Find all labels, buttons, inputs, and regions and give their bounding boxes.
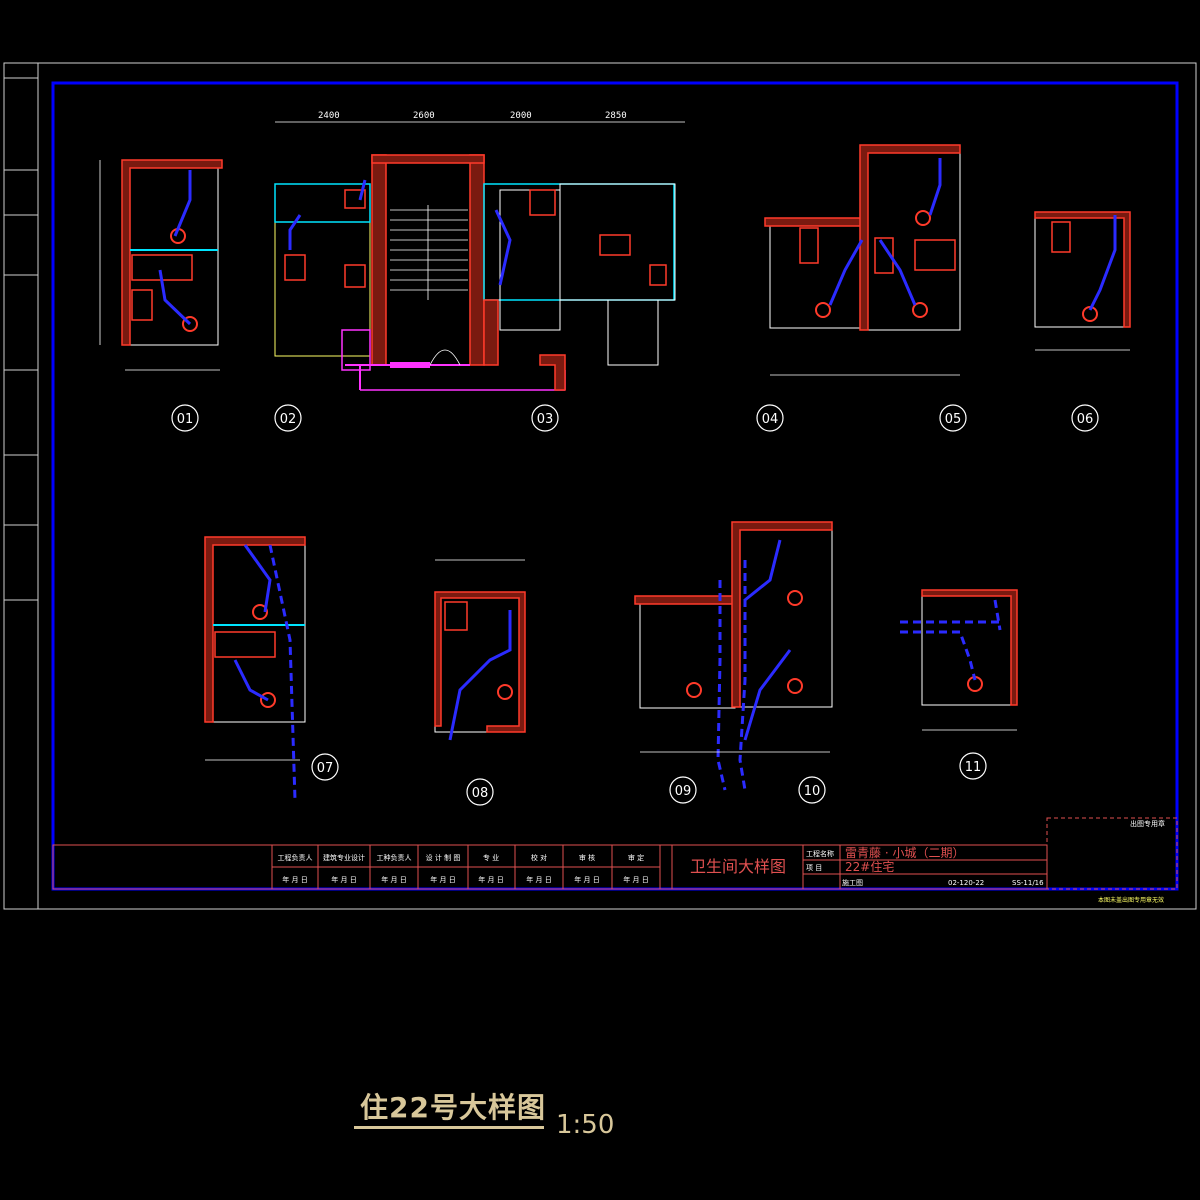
date-cell-5: 年 月 日 — [478, 875, 503, 884]
dim-top-2: 2600 — [413, 111, 435, 121]
sig-header-3: 工种负责人 — [377, 853, 412, 862]
detail-label-05: 05 — [945, 412, 962, 427]
date-cell-3: 年 月 日 — [381, 875, 406, 884]
project-name: 雷青藤 · 小城（二期） — [845, 846, 964, 860]
sig-header-1: 工程负责人 — [278, 853, 313, 862]
date-cell-6: 年 月 日 — [526, 875, 551, 884]
sig-header-6: 校 对 — [531, 853, 547, 862]
sheet-no: SS-11/16 — [1012, 879, 1044, 887]
detail-label-03: 03 — [537, 412, 554, 427]
detail-label-08: 08 — [472, 786, 489, 801]
dim-top-3: 2000 — [510, 111, 532, 121]
sheet-title: 卫生间大样图 — [690, 857, 786, 876]
item-name: 22#住宅 — [845, 859, 894, 874]
drawing-scale: 1:50 — [556, 1110, 615, 1140]
drawing-caption: 住22号大样图 — [360, 1091, 546, 1124]
sig-header-2: 建筑专业设计 — [323, 853, 365, 862]
project-label: 工程名称 — [806, 849, 834, 858]
detail-label-06: 06 — [1077, 412, 1094, 427]
detail-label-09: 09 — [675, 784, 692, 799]
item-label: 项 目 — [806, 864, 822, 872]
sheet-note: 本图未盖出图专用章无效 — [1098, 896, 1164, 904]
detail-07 — [204, 536, 306, 801]
detail-08 — [434, 559, 526, 741]
drawing-frame — [51, 81, 1179, 891]
stage: 施工图 — [842, 878, 863, 887]
detail-06 — [1034, 211, 1131, 351]
date-cell-7: 年 月 日 — [574, 875, 599, 884]
title-block — [52, 817, 1178, 890]
sig-header-8: 审 定 — [628, 853, 644, 862]
detail-11 — [900, 589, 1018, 731]
dim-top-1: 2400 — [318, 111, 340, 121]
detail-09-10 — [634, 521, 833, 791]
stamp-label: 出图专用章 — [1130, 819, 1165, 828]
detail-label-07: 07 — [317, 761, 334, 776]
sig-header-4: 设 计 制 图 — [426, 853, 461, 862]
detail-02-03 — [274, 121, 685, 391]
detail-04-05 — [764, 144, 961, 376]
detail-labels — [171, 404, 1099, 806]
sig-header-7: 审 核 — [579, 853, 595, 862]
detail-label-11: 11 — [965, 760, 982, 775]
detail-label-10: 10 — [804, 784, 821, 799]
caption-underline — [354, 1126, 544, 1129]
date-cell-8: 年 月 日 — [623, 875, 648, 884]
dim-top-4: 2850 — [605, 111, 627, 121]
drawing-no: 02-120-22 — [948, 879, 984, 887]
detail-label-04: 04 — [762, 412, 779, 427]
date-cell-4: 年 月 日 — [430, 875, 455, 884]
detail-label-01: 01 — [177, 412, 194, 427]
date-cell-1: 年 月 日 — [282, 875, 307, 884]
sig-header-5: 专 业 — [483, 853, 499, 862]
date-cell-2: 年 月 日 — [331, 875, 356, 884]
sheet-border — [3, 62, 1197, 910]
detail-01 — [99, 159, 223, 371]
detail-label-02: 02 — [280, 412, 297, 427]
